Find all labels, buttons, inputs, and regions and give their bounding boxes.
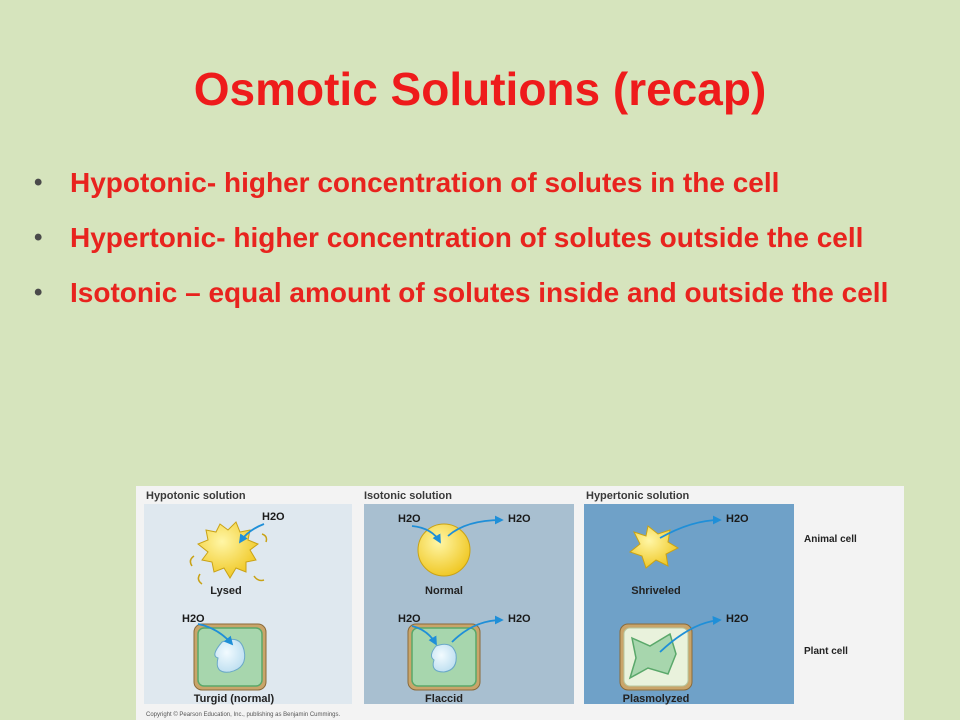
water-out-arrow — [659, 616, 722, 653]
bullet-text: Isotonic – equal amount of solutes insid… — [70, 277, 889, 308]
state-label-plasmolyzed: Plasmolyzed — [623, 693, 690, 705]
turgid-plant-cell — [193, 623, 267, 691]
h2o-label: H2O — [508, 513, 531, 525]
osmosis-diagram: Hypotonic solution Isotonic solution Hyp… — [144, 490, 857, 718]
h2o-label: H2O — [398, 513, 421, 525]
state-label-turgid: Turgid (normal) — [194, 693, 275, 705]
bullet-hypertonic: • Hypertonic- higher concentration of sol… — [32, 220, 912, 255]
state-label-flaccid: Flaccid — [425, 693, 463, 705]
bullet-list: • Hypotonic- higher concentration of solu… — [32, 165, 912, 330]
bullet-icon: • — [34, 169, 43, 196]
water-out-arrow — [659, 515, 722, 539]
state-label-normal: Normal — [425, 585, 463, 597]
water-in-arrow — [239, 523, 265, 544]
flaccid-plant-cell — [407, 623, 481, 691]
osmosis-figure: Hypotonic solution Isotonic solution Hyp… — [136, 486, 904, 720]
water-out-arrow — [451, 615, 504, 643]
normal-animal-cell — [417, 523, 471, 577]
row-label-plant: Plant cell — [804, 646, 848, 657]
h2o-label: H2O — [182, 613, 205, 625]
h2o-label: H2O — [262, 511, 285, 523]
slide-title: Osmotic Solutions (recap) — [193, 63, 767, 115]
copyright-notice: Copyright © Pearson Education, Inc., pub… — [146, 711, 341, 718]
h2o-label: H2O — [508, 613, 531, 625]
column-header-isotonic: Isotonic solution — [364, 490, 452, 502]
column-header-hypertonic: Hypertonic solution — [586, 490, 690, 502]
h2o-label: H2O — [726, 613, 749, 625]
column-header-hypotonic: Hypotonic solution — [146, 490, 246, 502]
water-in-arrow — [411, 625, 437, 646]
row-label-animal: Animal cell — [804, 534, 857, 545]
bullet-icon: • — [34, 224, 43, 251]
h2o-label: H2O — [398, 613, 421, 625]
h2o-label: H2O — [726, 513, 749, 525]
state-label-shriveled: Shriveled — [631, 585, 681, 597]
water-in-arrow — [197, 623, 234, 646]
bullet-text: Hypotonic- higher concentration of solut… — [70, 167, 780, 198]
bullet-isotonic: • Isotonic – equal amount of solutes insi… — [32, 275, 912, 310]
bullet-hypotonic: • Hypotonic- higher concentration of solu… — [32, 165, 912, 200]
state-label-lysed: Lysed — [210, 585, 241, 597]
bullet-text: Hypertonic- higher concentration of solu… — [70, 222, 864, 253]
bullet-icon: • — [34, 279, 43, 306]
water-in-arrow — [411, 525, 441, 544]
water-out-arrow — [447, 515, 504, 537]
